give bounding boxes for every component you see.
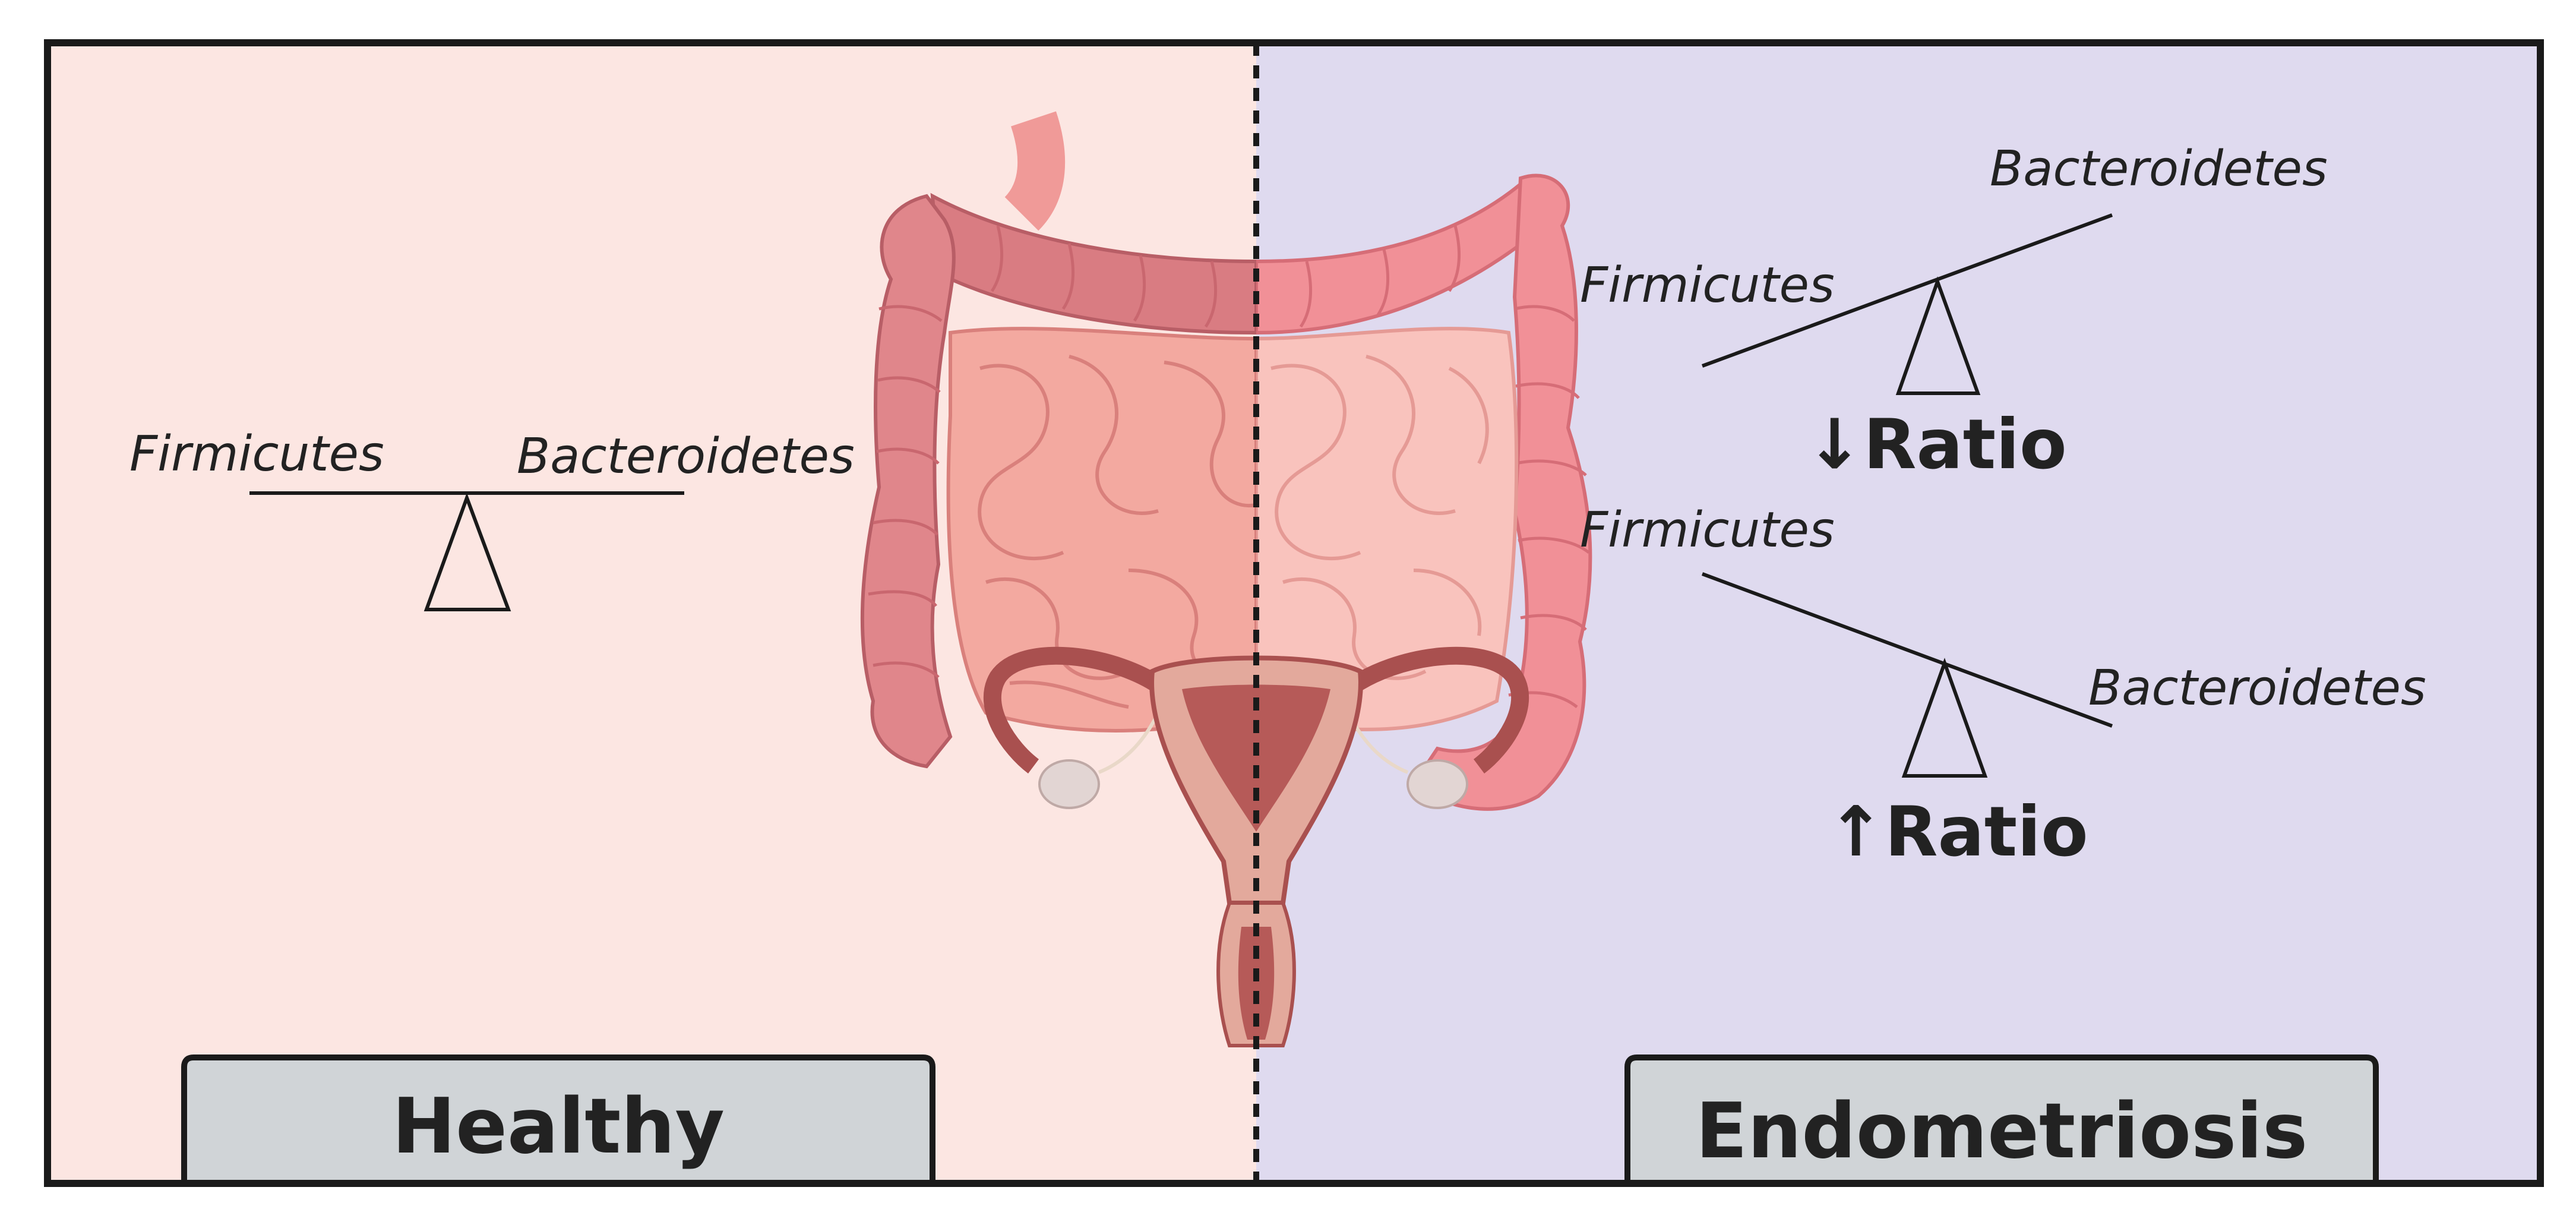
endometriosis-seesaw-top: Firmicutes Bacteroidetes ↓Ratio bbox=[1580, 141, 2328, 485]
colon-illustration bbox=[860, 111, 1256, 769]
anatomy-illustration bbox=[860, 111, 1592, 1047]
healthy-label-box: Healthy bbox=[181, 1054, 935, 1181]
seesaw-beam bbox=[1701, 213, 2113, 368]
ratio-label: Ratio bbox=[1863, 405, 2067, 485]
figure-frame bbox=[44, 39, 2544, 1187]
endometriosis-label: Endometriosis bbox=[1696, 1087, 2308, 1176]
seesaw-fulcrum-icon bbox=[1901, 658, 1988, 778]
bottom-right-label: Bacteroidetes bbox=[2088, 660, 2426, 716]
healthy-left-label: Firmicutes bbox=[129, 426, 384, 482]
seesaw-fulcrum-icon bbox=[1895, 276, 1981, 395]
top-left-label: Firmicutes bbox=[1580, 257, 1835, 314]
up-arrow-icon: ↑ bbox=[1827, 792, 1885, 872]
endometriosis-seesaw-bottom: Firmicutes Bacteroidetes ↑Ratio bbox=[1580, 502, 2426, 872]
bottom-left-label: Firmicutes bbox=[1580, 502, 1835, 558]
bottom-ratio: ↑Ratio bbox=[1827, 792, 2088, 872]
seesaw-fulcrum-icon bbox=[423, 492, 511, 611]
healthy-label: Healthy bbox=[392, 1082, 725, 1171]
healthy-right-label: Bacteroidetes bbox=[517, 428, 855, 485]
ratio-label: Ratio bbox=[1885, 792, 2088, 872]
colon-illustration-right bbox=[1256, 173, 1592, 811]
top-right-label: Bacteroidetes bbox=[1990, 141, 2328, 197]
seesaw-beam bbox=[1701, 572, 2113, 728]
healthy-seesaw: Firmicutes Bacteroidetes bbox=[129, 426, 855, 611]
endometriosis-label-box: Endometriosis bbox=[1624, 1054, 2379, 1181]
down-arrow-icon: ↓ bbox=[1806, 405, 1863, 485]
top-ratio: ↓Ratio bbox=[1806, 405, 2067, 485]
